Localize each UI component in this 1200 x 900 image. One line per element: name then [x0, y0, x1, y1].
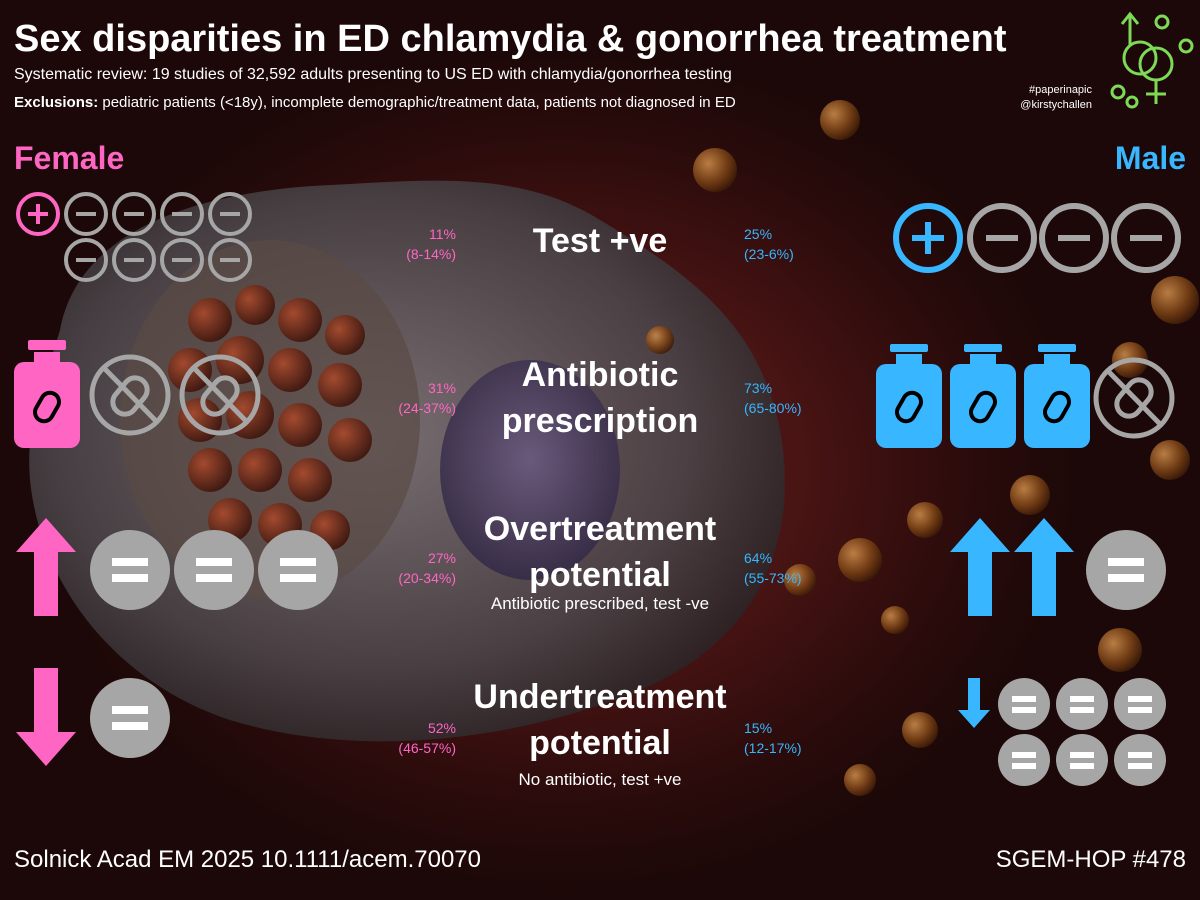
row-overtreatment-label-line1: Overtreatment [483, 510, 717, 548]
female-test-icons [16, 192, 252, 282]
female-undertreatment-icons [16, 668, 170, 766]
hashtag: #paperinapic [1029, 84, 1092, 96]
female-undertreatment-ci: (46-57%) [398, 740, 456, 756]
row-overtreatment-label-line2: potential [529, 556, 671, 594]
female-antibiotic-pct: 31% (24-37%) [336, 378, 456, 418]
exclusions-text: Exclusions: pediatric patients (<18y), i… [14, 94, 736, 111]
male-overtreatment-icons [950, 518, 1166, 616]
female-overtreatment-pct: 27% (20-34%) [336, 548, 456, 588]
female-test-positive-value: 11% [429, 226, 456, 242]
row-overtreatment-label: Overtreatment potential [470, 506, 730, 598]
female-undertreatment-pct: 52% (46-57%) [336, 718, 456, 758]
male-overtreatment-value: 64% [744, 550, 773, 566]
page-subtitle: Systematic review: 19 studies of 32,592 … [14, 66, 732, 83]
male-test-positive-pct: 25% (23-6%) [744, 224, 794, 264]
male-undertreatment-icons [958, 678, 1166, 786]
row-antibiotic-label-line1: Antibiotic [521, 356, 679, 394]
row-undertreatment-label-line2: potential [529, 724, 671, 762]
exclusions-label: Exclusions: [14, 94, 99, 111]
female-undertreatment-value: 52% [427, 720, 456, 736]
female-antibiotic-ci: (24-37%) [398, 400, 456, 416]
male-overtreatment-pct: 64% (55-73%) [744, 548, 802, 588]
male-undertreatment-value: 15% [744, 720, 773, 736]
female-overtreatment-value: 27% [427, 550, 456, 566]
female-overtreatment-ci: (20-34%) [398, 570, 456, 586]
row-antibiotic-label-line2: prescription [501, 402, 699, 440]
row-undertreatment-label-line1: Undertreatment [473, 678, 727, 716]
series-label: SGEM-HOP #478 [995, 846, 1186, 873]
male-antibiotic-ci: (65-80%) [744, 400, 802, 416]
male-antibiotic-value: 73% [744, 380, 773, 396]
female-antibiotic-value: 31% [427, 380, 456, 396]
row-test-positive-label: Test +ve [532, 222, 668, 260]
male-undertreatment-ci: (12-17%) [744, 740, 802, 756]
row-undertreatment-sublabel: No antibiotic, test +ve [518, 770, 682, 789]
row-antibiotic-label: Antibiotic prescription [470, 352, 730, 444]
male-label: Male [1114, 140, 1186, 176]
gender-symbols-icon [1110, 11, 1194, 109]
male-antibiotic-icons [876, 344, 1175, 448]
row-overtreatment-sublabel: Antibiotic prescribed, test -ve [490, 594, 710, 613]
male-undertreatment-pct: 15% (12-17%) [744, 718, 802, 758]
male-antibiotic-pct: 73% (65-80%) [744, 378, 802, 418]
citation: Solnick Acad EM 2025 10.1111/acem.70070 [14, 846, 481, 873]
row-undertreatment-label: Undertreatment potential [470, 674, 730, 766]
exclusions-detail: pediatric patients (<18y), incomplete de… [98, 94, 736, 111]
male-overtreatment-ci: (55-73%) [744, 570, 802, 586]
page-title: Sex disparities in ED chlamydia & gonorr… [14, 18, 1007, 60]
female-antibiotic-icons [14, 340, 261, 448]
male-test-positive-ci: (23-6%) [744, 246, 794, 262]
male-test-icons [893, 203, 1181, 273]
female-test-positive-ci: (8-14%) [406, 246, 456, 262]
female-label: Female [14, 140, 125, 176]
female-test-positive-pct: 11% (8-14%) [336, 224, 456, 264]
author-handle: @kirstychallen [1020, 99, 1092, 111]
female-overtreatment-icons [16, 518, 338, 616]
male-test-positive-value: 25% [744, 226, 773, 242]
